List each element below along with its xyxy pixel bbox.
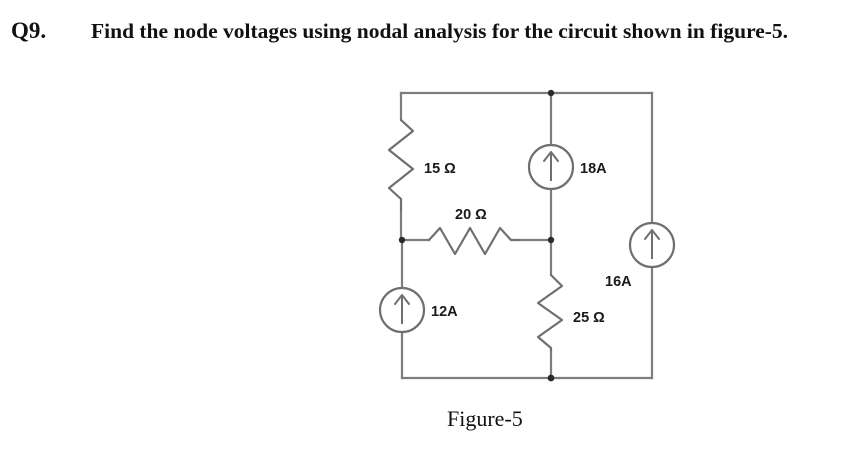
resistor-25-ohm-label: 25 Ω	[573, 310, 605, 326]
resistor-15-ohm	[387, 118, 415, 212]
figure-caption: Figure-5	[447, 406, 523, 431]
current-source-16a	[628, 221, 676, 269]
question-prompt: Find the node voltages using nodal analy…	[91, 19, 789, 43]
resistor-25-ohm	[536, 273, 564, 352]
current-source-12a-arrow-head	[394, 294, 410, 305]
current-source-18a-arrow-head	[543, 151, 559, 162]
current-source-12a-label: 12A	[431, 304, 458, 320]
node-dot-left	[398, 236, 406, 244]
resistor-20-ohm-label: 20 Ω	[455, 207, 487, 223]
question-number: Q9.	[11, 18, 47, 43]
current-source-18a-label: 18A	[580, 161, 607, 177]
node-dot-top	[547, 89, 555, 97]
current-source-18a	[527, 143, 575, 191]
current-source-12a	[378, 286, 426, 334]
resistor-20-ohm	[427, 226, 520, 256]
circuit-nodes	[398, 89, 555, 382]
resistor-15-ohm-label: 15 Ω	[424, 161, 456, 177]
current-source-16a-arrow-head	[644, 229, 660, 240]
node-dot-bottom	[547, 374, 555, 382]
circuit-wires	[399, 91, 654, 380]
current-source-16a-label: 16A	[605, 274, 632, 290]
node-dot-middle	[547, 236, 555, 244]
